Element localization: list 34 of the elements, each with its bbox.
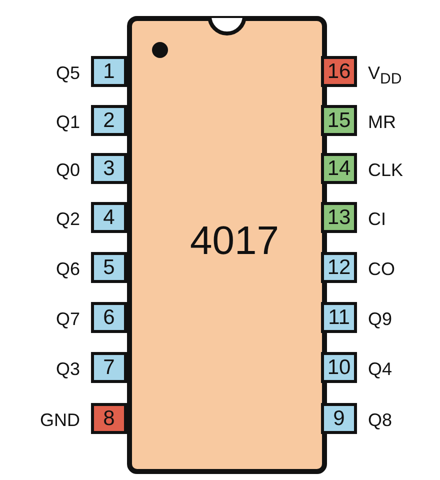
pin-box: 16 xyxy=(321,56,357,87)
pin-label: Q8 xyxy=(368,409,392,431)
pin-label: Q3 xyxy=(54,358,80,380)
pin-box: 4 xyxy=(91,202,127,233)
pin-box: 13 xyxy=(321,202,357,233)
pin-label: Q4 xyxy=(368,358,392,380)
pin-box: 14 xyxy=(321,153,357,184)
pin-label: Q7 xyxy=(54,308,80,330)
pin-box: 10 xyxy=(321,352,357,383)
pin-label: CI xyxy=(368,208,386,230)
pin-label: MR xyxy=(368,111,396,133)
pin-box: 7 xyxy=(91,352,127,383)
pin-box: 9 xyxy=(321,403,357,434)
pin-label: GND xyxy=(39,409,80,431)
pin-label: Q5 xyxy=(54,62,80,84)
pin-box: 12 xyxy=(321,252,357,283)
pin-box: 15 xyxy=(321,105,357,136)
pin-label: Q9 xyxy=(368,308,392,330)
pin-label: V$_{DD}$ xyxy=(368,62,402,90)
pin-label: CO xyxy=(368,258,395,280)
pin-box: 8 xyxy=(91,403,127,434)
pin-box: 11 xyxy=(321,302,357,333)
pin-label: Q2 xyxy=(54,208,80,230)
pin-box: 2 xyxy=(91,105,127,136)
pin-label: Q1 xyxy=(54,111,80,133)
pin-box: 3 xyxy=(91,153,127,184)
pin-box: 6 xyxy=(91,302,127,333)
pin-box: 1 xyxy=(91,56,127,87)
part-number: 4017 xyxy=(190,219,279,264)
chip-body xyxy=(127,16,327,474)
pin-box: 5 xyxy=(91,252,127,283)
pin-label: CLK xyxy=(368,159,404,181)
pin-label: Q0 xyxy=(54,159,80,181)
pin-label: Q6 xyxy=(54,258,80,280)
